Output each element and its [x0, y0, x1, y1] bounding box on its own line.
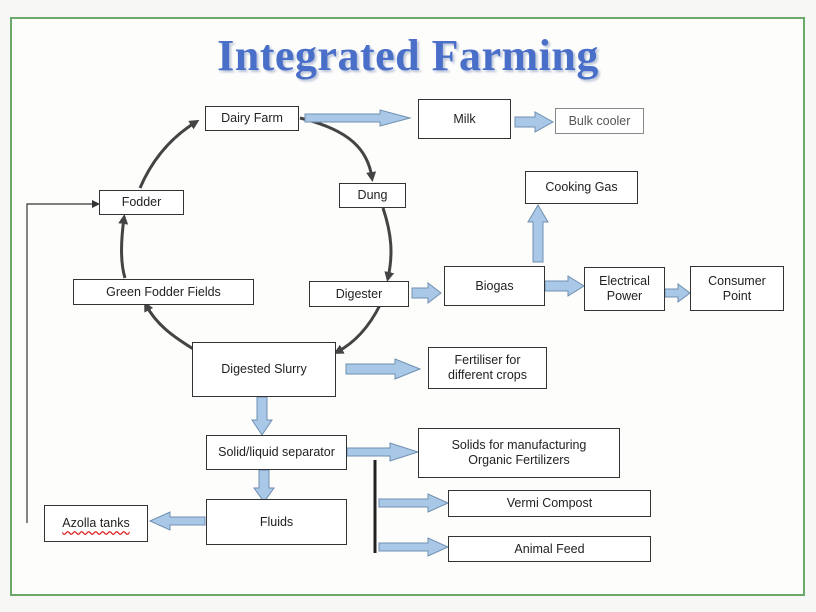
block-arrow-icon	[411, 281, 442, 305]
cycle-arrow-dung-to-digester	[381, 207, 395, 282]
node-fodder: Fodder	[99, 190, 184, 215]
feedback-arrowhead	[92, 200, 100, 208]
cycle-arrow-slurry-to-greenfodder	[144, 301, 196, 352]
block-arrow-icon	[346, 442, 420, 462]
cycle-arrow-digester-to-slurry	[333, 304, 382, 354]
cycle-arrow-greenfodder-to-fodder	[118, 214, 129, 279]
block-arrow-icon	[148, 511, 206, 531]
node-solid-liquid-separator: Solid/liquid separator	[206, 435, 347, 470]
block-arrow-icon	[251, 396, 273, 436]
diagram-title: Integrated Farming	[217, 31, 599, 80]
block-arrow-icon	[304, 109, 412, 127]
node-azolla-tanks: Azolla tanks	[44, 505, 148, 542]
block-arrow-icon	[378, 493, 450, 513]
node-dung: Dung	[339, 183, 406, 208]
node-milk: Milk	[418, 99, 511, 139]
block-arrow-icon	[514, 111, 555, 133]
feedback-line-azolla-to-fodder	[26, 203, 98, 523]
node-green-fodder-fields: Green Fodder Fields	[73, 279, 254, 305]
node-animal-feed: Animal Feed	[448, 536, 651, 562]
node-electrical-power: Electrical Power	[584, 267, 665, 311]
block-arrow-icon	[345, 358, 422, 380]
block-arrow-icon	[664, 283, 691, 303]
node-consumer-point: Consumer Point	[690, 266, 784, 311]
azolla-label: Azolla tanks	[62, 516, 130, 530]
block-arrow-icon	[378, 537, 450, 557]
node-dairy-farm: Dairy Farm	[205, 106, 299, 131]
node-digester: Digester	[309, 281, 409, 307]
node-bulk-cooler: Bulk cooler	[555, 108, 644, 134]
block-arrow-icon	[253, 469, 275, 503]
cycle-arrow-fodder-to-dairy	[138, 119, 200, 189]
node-cooking-gas: Cooking Gas	[525, 171, 638, 204]
node-solids: Solids for manufacturing Organic Fertili…	[418, 428, 620, 478]
cycle-arrow-dairy-to-dung	[299, 116, 377, 182]
block-arrow-icon	[544, 275, 585, 297]
node-biogas: Biogas	[444, 266, 545, 306]
block-arrow-icon	[527, 204, 549, 263]
node-fluids: Fluids	[206, 499, 347, 545]
node-vermi-compost: Vermi Compost	[448, 490, 651, 517]
node-digested-slurry: Digested Slurry	[192, 342, 336, 397]
node-fertiliser: Fertiliser for different crops	[428, 347, 547, 389]
